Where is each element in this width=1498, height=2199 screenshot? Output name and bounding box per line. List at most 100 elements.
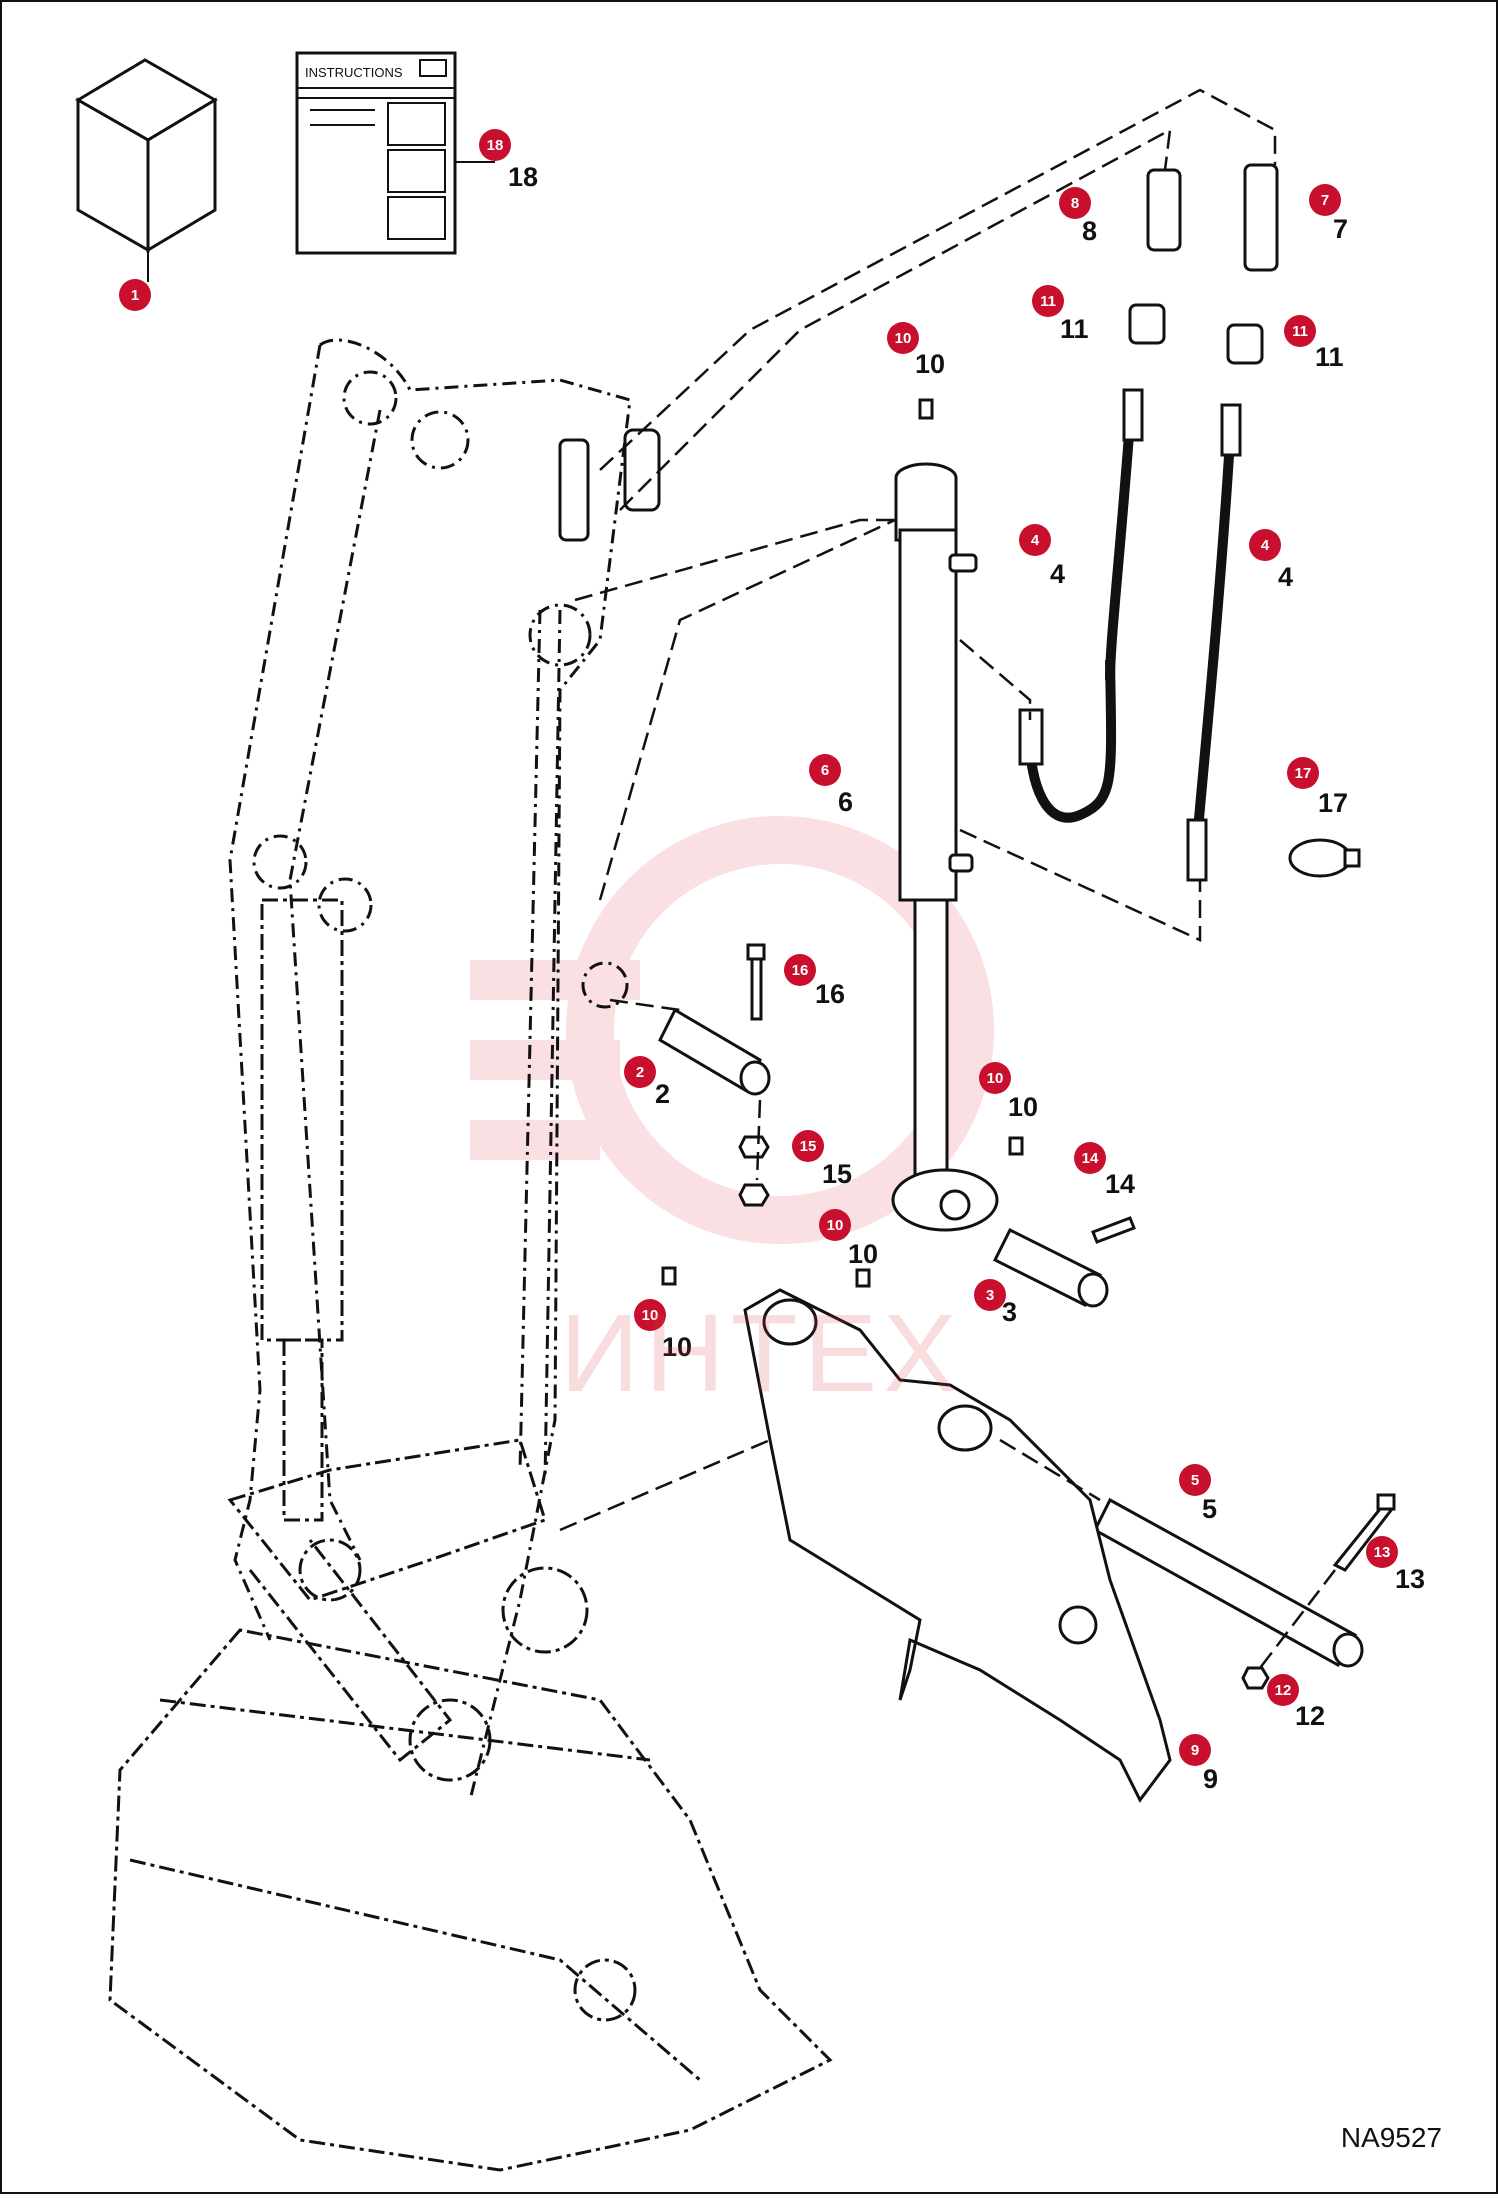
red-marker-icon [1287,757,1319,789]
red-marker-icon [887,322,919,354]
red-marker-icon [979,1062,1011,1094]
red-marker-icon [479,129,511,161]
thumb-attachment [743,1288,1172,1803]
adapter-fittings [1128,303,1264,365]
marker-number: 15 [800,1138,817,1155]
hydraulic-cylinder [891,462,999,1232]
marker-number: 10 [895,330,912,347]
drawing-reference: NA9527 [1340,2122,1442,2153]
watermark-text: ИНТЕХ [560,1292,963,1415]
marker-number: 8 [1071,195,1079,212]
part-callout-14: 14 14 [1074,1142,1135,1199]
part-number-label: 5 [1202,1494,1217,1524]
red-marker-icon [1019,524,1051,556]
red-marker-icon [974,1279,1006,1311]
red-marker-icon [819,1209,851,1241]
red-marker-icon [792,1130,824,1162]
marker-number: 1 [131,287,139,304]
part-number-label: 10 [915,349,945,379]
part-number-label: 17 [1318,788,1348,818]
boom-cylinder [260,898,344,1522]
marker-number: 10 [642,1307,659,1324]
instructions-sheet [295,51,457,255]
marker-number: 4 [1031,532,1040,549]
marker-number: 11 [1292,323,1308,340]
red-marker-icon [1267,1674,1299,1706]
part-callout-1: 1 [119,279,151,311]
hydraulic-hose-right [1186,403,1242,882]
marker-number: 16 [792,962,809,979]
marker-number: 10 [987,1070,1004,1087]
marker-number: 9 [1191,1742,1199,1759]
pin-2 [658,1007,771,1096]
marker-number: 18 [487,137,504,154]
red-marker-icon [1309,184,1341,216]
bucket [108,1628,833,2172]
part-number-label: 7 [1333,214,1348,244]
part-callout-3: 33 [974,1279,1017,1327]
part-callout-2: 22 [624,1056,670,1109]
marker-number: 7 [1321,192,1329,209]
part-number-label: 15 [822,1159,852,1189]
instructions-title: INSTRUCTIONS [305,65,403,80]
part-number-label: 4 [1050,559,1065,589]
part-number-label: 12 [1295,1701,1325,1731]
grease-fittings-10 [661,398,1024,1288]
part-number-label: 3 [1002,1297,1017,1327]
bolt-16 [746,943,766,1021]
part-number-label: 10 [848,1239,878,1269]
marker-number: 10 [827,1217,844,1234]
coupler-male [1243,163,1279,272]
part-number-label: 13 [1395,1564,1425,1594]
red-marker-icon [634,1299,666,1331]
part-number-label: 11 [1060,314,1089,344]
part-callout-5: 55 [1179,1464,1217,1524]
excavator-arm [228,338,632,1801]
red-marker-icon [1059,187,1091,219]
marker-number: 5 [1191,1472,1199,1489]
part-number-label: 10 [1008,1092,1038,1122]
part-callout-4: 44 [1249,529,1293,592]
part-number-label: 14 [1105,1169,1135,1199]
roll-pin-14 [1091,1216,1136,1244]
nut-12 [1241,1666,1270,1690]
bolt-13 [1332,1493,1396,1572]
part-number-label: 8 [1082,216,1097,246]
assembly-leaders [559,88,1336,1669]
red-marker-icon [784,954,816,986]
red-marker-icon [1179,1734,1211,1766]
marker-number: 3 [986,1287,994,1304]
part-callout-9: 99 [1179,1734,1218,1794]
red-marker-icon [1249,529,1281,561]
marker-number: 14 [1082,1150,1099,1167]
part-callout-8: 88 [1059,187,1097,246]
hydraulic-hose-left [1018,388,1144,823]
nuts-15 [738,1135,770,1207]
marker-number: 12 [1275,1682,1292,1699]
part-number-label: 18 [508,162,538,192]
marker-number: 13 [1374,1544,1391,1561]
box-kit-icon [75,58,218,253]
red-marker-icon [809,754,841,786]
marker-number: 11 [1040,293,1056,310]
red-marker-icon [1366,1536,1398,1568]
coupler-female [1146,168,1182,252]
marker-number: 17 [1295,765,1312,782]
red-marker-icon [1179,1464,1211,1496]
part-number-label: 4 [1278,562,1293,592]
part-number-label: 9 [1203,1764,1218,1794]
part-number-label: 11 [1315,342,1344,372]
part-labels: 1223344445566778899101010101010101011111… [119,129,1425,1794]
marker-number: 6 [821,762,829,779]
part-callout-7: 77 [1309,184,1348,244]
